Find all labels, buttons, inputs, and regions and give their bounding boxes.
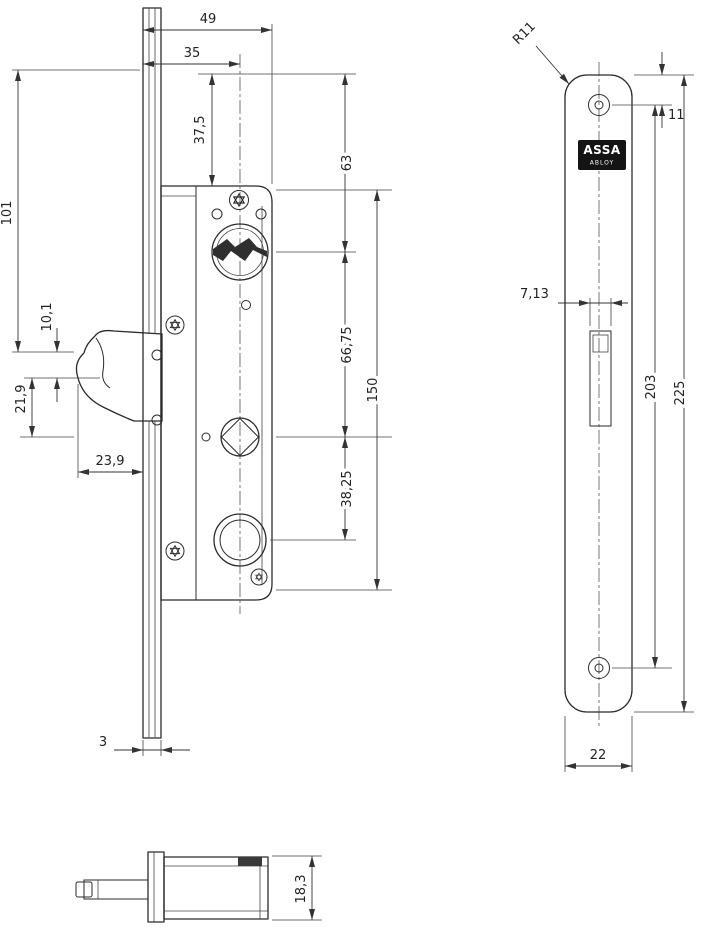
faceplate-front-view: ASSA ABLOY [564,62,633,726]
dim-hook-gap-label: 21,9 [14,385,29,414]
guide-pin [151,349,163,361]
dim-cylinder-to-spindle-label: 66,75 [340,326,355,363]
bolt-in-slot [592,334,609,353]
key-profile [213,238,267,261]
dim-hook-top-label: 101 [0,201,15,226]
torx-star-icon [233,193,245,207]
rivet-hole [211,208,223,220]
dim-case-length-label: 150 [366,378,381,403]
brand-subname-text: ABLOY [590,160,614,167]
bolt-tip [75,881,93,898]
dim-case-depth-label: 49 [200,12,217,27]
screw-hole-inner [594,663,604,673]
guide-pin [151,414,163,426]
case-end [163,856,269,920]
hook-bolt-inner-edge [95,337,111,389]
torx-screw-icon [165,315,185,335]
thumbturn-hole [213,513,267,567]
bolt-body [83,879,149,900]
torx-star-icon [255,572,263,582]
faceplate-edge [142,7,162,739]
follower-end [238,857,262,866]
torx-star-icon [170,545,180,557]
dim-hook-throw-label: 23,9 [96,454,125,469]
bottom-view-dimensions: 18,3 [272,855,322,921]
front-view-dimensions: R11 11 203 225 7,13 22 [507,16,694,772]
dim-hole-pitch-label: 203 [644,375,659,400]
faceplate-end [147,851,165,923]
spindle-square-hole [220,417,260,457]
lock-bottom-view [75,851,269,923]
faceplate-outline [564,74,633,713]
thumbturn-hole-inner [219,519,261,561]
brand-logo [578,140,626,170]
dim-hook-tip-label: 10,1 [40,303,55,332]
dim-faceplate-thickness-label: 3 [99,735,107,750]
brand-name-text: ASSA [583,143,621,157]
small-hole [241,300,251,310]
screw-hole-inner [594,100,604,110]
screw-hole [588,657,610,679]
dim-backset-label: 35 [184,46,201,61]
cylinder-hole [211,223,269,281]
dim-thickness-label: 18,3 [294,875,309,904]
lock-side-view [75,7,273,739]
hook-bolt [75,329,163,422]
dim-plate-width-label: 22 [590,748,607,763]
torx-screw-icon [229,190,249,210]
rivet-hole [255,208,267,220]
dim-slot-width-label: 7,13 [520,287,549,302]
torx-star-icon [170,319,180,331]
dim-top-offset-label: 37,5 [193,116,208,145]
dim-top-to-hole-label: 11 [668,108,685,123]
dim-cylinder-offset-label: 63 [340,155,355,172]
small-hole [201,432,211,442]
bolt-slot [589,330,612,427]
torx-screw-icon [250,568,268,586]
torx-screw-icon [165,541,185,561]
screw-hole [588,94,610,116]
dim-corner-radius-label: R11 [510,19,539,48]
dim-spindle-offset-label: 38,25 [340,470,355,507]
dim-plate-length-label: 225 [673,381,688,406]
lock-case-outline [160,185,273,601]
side-view-dimensions: 49 35 37,5 63 66,75 38,25 150 101 [0,9,392,756]
